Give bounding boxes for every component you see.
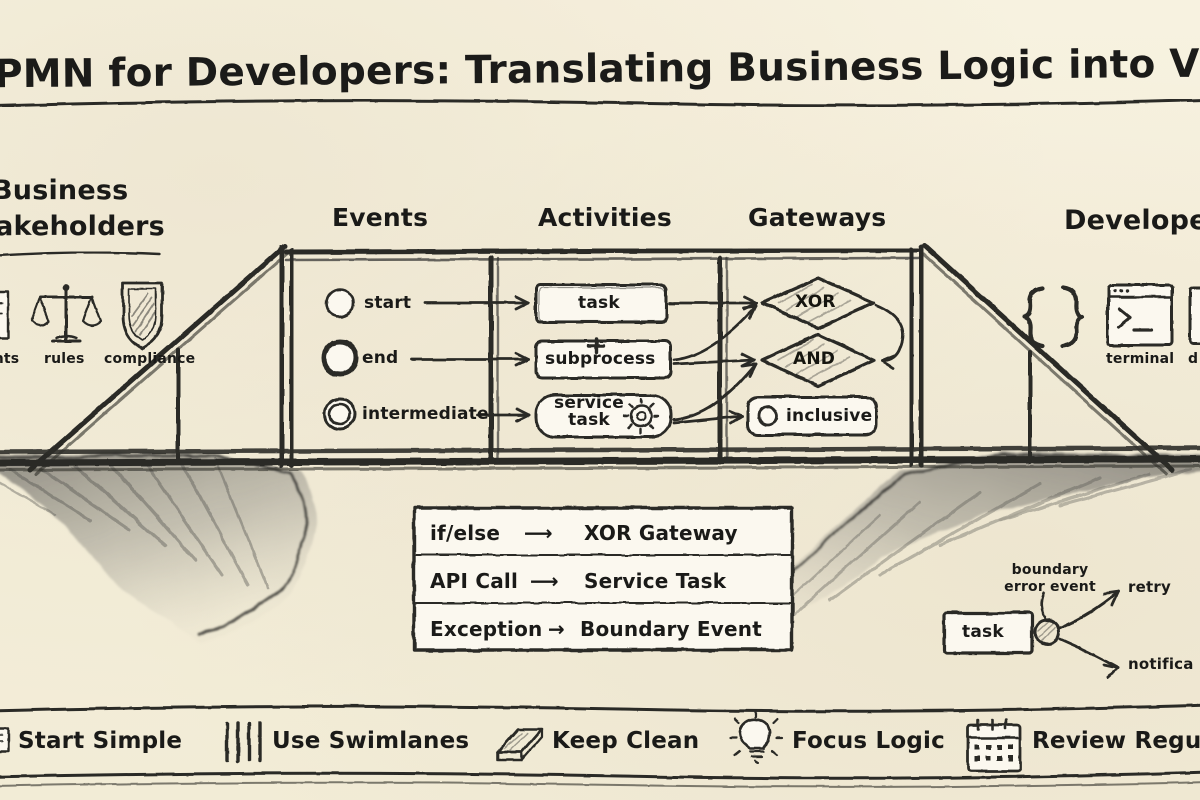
event-intermediate-circle[interactable] [323, 397, 357, 431]
requirements-icon [0, 290, 10, 340]
mapping-row-2-to: Service Task [584, 569, 727, 593]
right-icon-label-debug: d [1188, 351, 1199, 367]
mapping-row-1-arrow: ⟶ [524, 521, 553, 545]
mapping-row-1-to: XOR Gateway [584, 521, 738, 545]
boundary-annotation-line1: boundary [1011, 562, 1089, 578]
mapping-row-3-arrow: → [548, 617, 565, 641]
boundary-branch-retry: retry [1128, 578, 1171, 596]
scales-icon [29, 283, 103, 343]
calendar-icon [966, 718, 1022, 773]
boundary-branch-notification: notifica [1128, 655, 1194, 673]
event-label-start: start [364, 293, 412, 313]
gateway-xor-diamond[interactable] [760, 276, 876, 330]
event-end-circle[interactable] [321, 339, 359, 377]
left-icon-label-rules: rules [44, 351, 85, 367]
lightbulb-icon [728, 709, 784, 764]
boundary-task-label: task [962, 622, 1004, 642]
bridge-tower-right [908, 245, 925, 468]
mapping-row-2-arrow: ⟶ [530, 569, 559, 593]
bridge-tower-left [278, 245, 295, 468]
event-label-intermediate: intermediate [362, 404, 489, 424]
column-heading-gateways: Gateways [748, 203, 887, 232]
shield-icon [121, 281, 164, 350]
tip-label-review-regularly: Review Regula [1032, 728, 1200, 754]
tip-label-use-swimlanes: Use Swimlanes [272, 728, 470, 754]
tip-label-focus-logic: Focus Logic [792, 728, 945, 754]
left-panel-heading-line1: Business [0, 175, 129, 206]
boundary-annotation-line2: error event [1004, 579, 1096, 595]
gateway-inclusive-box[interactable] [746, 395, 878, 437]
debug-icon [1188, 286, 1200, 346]
flow-arrows [410, 295, 905, 425]
gateway-and-diamond[interactable] [760, 332, 876, 388]
boundary-error-event-circle[interactable] [1033, 618, 1061, 646]
right-panel-heading: Developer [1064, 205, 1200, 236]
bridge-cables-left [27, 243, 291, 476]
tip-label-start-simple: Start Simple [18, 728, 183, 754]
gateway-label-and: AND [793, 349, 836, 369]
gear-icon [622, 397, 660, 435]
event-start-circle[interactable] [324, 287, 356, 319]
bridge-upper-rail [283, 247, 921, 262]
left-cliff-hatching [0, 456, 270, 590]
column-heading-activities: Activities [538, 203, 672, 232]
curly-braces-icon [1021, 285, 1085, 349]
activity-label-service-task: service task [554, 393, 624, 430]
terminal-icon [1106, 283, 1174, 347]
eraser-icon [496, 727, 544, 762]
boundary-task-box[interactable] [942, 611, 1034, 655]
mapping-row-3-to: Boundary Event [580, 617, 762, 641]
bridge-deck [0, 445, 1200, 472]
tip-label-keep-clean: Keep Clean [552, 728, 700, 754]
activity-task-box[interactable] [534, 283, 668, 324]
right-icon-label-terminal: terminal [1106, 351, 1175, 367]
mapping-row-3-from: Exception [430, 617, 543, 641]
mapping-row-1-from: if/else [430, 521, 501, 545]
activity-label-subprocess: subprocess [545, 349, 656, 369]
mapping-row-2-from: API Call [430, 569, 519, 593]
activity-label-task: task [578, 293, 620, 313]
event-label-end: end [362, 348, 399, 368]
left-icon-label-compliance: compliance [104, 351, 196, 367]
left-cliff [0, 452, 315, 640]
swimlanes-icon [225, 721, 262, 763]
right-cliff-hatching [748, 468, 1192, 637]
gateway-label-inclusive: inclusive [786, 406, 873, 426]
gateway-label-xor: XOR [795, 292, 836, 312]
activity-service-task-box[interactable] [534, 393, 673, 439]
activity-subprocess-box[interactable] [534, 337, 673, 380]
bridge-cables-right [919, 243, 1175, 476]
left-panel-heading-line2: takeholders [0, 211, 165, 242]
blocks-icon [0, 727, 10, 753]
column-heading-events: Events [332, 203, 429, 232]
left-icon-label-requirements: ents [0, 351, 20, 367]
